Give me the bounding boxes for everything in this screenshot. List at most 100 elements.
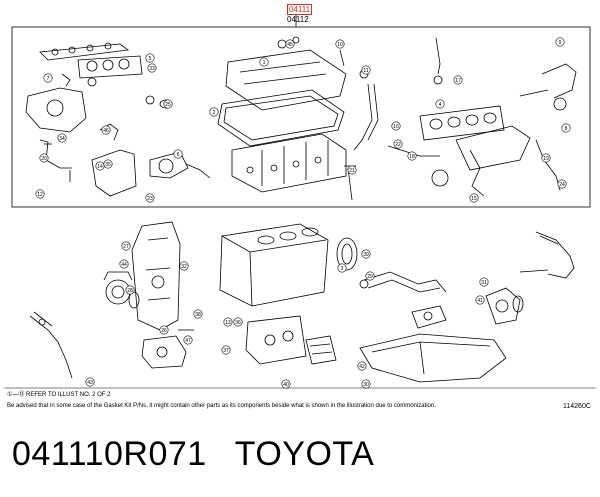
callout-label: 33	[149, 66, 155, 72]
callout-marker: 46	[101, 125, 111, 135]
callout-marker: 22	[393, 139, 403, 149]
callout-circle	[407, 151, 417, 161]
callout-label: 19	[543, 156, 549, 162]
callout-marker: 29	[365, 271, 375, 281]
callout-marker: 42	[357, 361, 367, 371]
callout-circle	[479, 277, 489, 287]
callout-circle	[173, 149, 183, 159]
callout-marker: 18	[407, 151, 417, 161]
callout-marker: 7	[43, 73, 53, 83]
callout-circle	[453, 75, 463, 85]
manifold-gasket-group	[39, 42, 143, 79]
callout-label: 32	[181, 264, 187, 270]
callout-marker: 30	[361, 379, 371, 389]
callout-marker: 47	[183, 335, 193, 345]
callout-marker: 10	[335, 39, 345, 49]
callout-label: 24	[559, 182, 565, 188]
callout-label: 30	[363, 382, 369, 388]
callout-circle	[281, 379, 291, 389]
oring-part	[145, 95, 155, 105]
cylinder-head	[231, 133, 347, 193]
callout-circle	[147, 63, 157, 73]
callout-marker: 33	[147, 63, 157, 73]
callout-label: 15	[471, 196, 477, 202]
callout-circle	[35, 189, 45, 199]
callout-circle	[209, 107, 219, 117]
callout-circle	[163, 99, 173, 109]
callout-marker: 14	[95, 161, 105, 171]
egr-pipe	[519, 63, 577, 111]
callout-circle	[391, 121, 401, 131]
callout-marker: 20	[39, 153, 49, 163]
callout-circle	[285, 39, 295, 49]
callout-label: 3	[341, 266, 344, 272]
callout-marker: 15	[469, 193, 479, 203]
callout-label: 20	[41, 156, 47, 162]
callout-marker: 12	[35, 189, 45, 199]
callout-marker: 34	[57, 133, 67, 143]
water-bypass-pipe	[359, 271, 447, 293]
oil-pan-gasket	[411, 305, 447, 329]
callout-circle	[159, 325, 169, 335]
callout-marker: 24	[557, 179, 567, 189]
callout-label: 10	[337, 42, 343, 48]
callout-label: 27	[123, 244, 129, 250]
upper-section-frame	[11, 26, 591, 208]
callout-label: 16	[393, 124, 399, 130]
callout-circle	[145, 193, 155, 203]
callout-circle	[361, 65, 371, 75]
callout-circle	[193, 309, 203, 319]
callout-label: 23	[147, 196, 153, 202]
callout-marker: 3	[337, 263, 347, 273]
callout-circle	[125, 285, 135, 295]
callout-circle	[361, 249, 371, 259]
callout-marker: 27	[121, 241, 131, 251]
callout-label: 12	[37, 192, 43, 198]
callout-label: 26	[161, 328, 167, 334]
callout-circle	[337, 263, 347, 273]
callout-marker: 35	[103, 159, 113, 169]
crankshaft-seal	[336, 237, 358, 271]
callout-marker: 36	[233, 317, 243, 327]
callout-marker: 26	[159, 325, 169, 335]
callout-circle	[561, 123, 571, 133]
callout-marker: 38	[193, 309, 203, 319]
callout-marker: 6	[173, 149, 183, 159]
callout-circle	[335, 39, 345, 49]
callout-marker: 45	[285, 39, 295, 49]
water-pump	[103, 271, 133, 305]
callout-marker: 13	[223, 317, 233, 327]
callout-circle	[183, 335, 193, 345]
thermostat-housing	[91, 123, 137, 197]
oil-strainer-pipe	[29, 311, 73, 379]
timing-chain-cover	[131, 221, 181, 331]
callout-circle	[357, 361, 367, 371]
callout-label: 44	[121, 262, 127, 268]
callout-label: 36	[235, 320, 241, 326]
engine-mount-bracket	[245, 315, 307, 365]
callout-circle	[475, 295, 485, 305]
callout-label: 17	[455, 78, 461, 84]
callout-label: 11	[363, 68, 368, 74]
callout-marker: 2	[209, 107, 219, 117]
callout-marker: 17	[453, 75, 463, 85]
callout-circle	[365, 271, 375, 281]
callout-label: 21	[349, 168, 355, 174]
callout-circle	[435, 99, 445, 109]
callout-label: 5	[149, 56, 152, 62]
callout-label: 18	[409, 154, 415, 160]
callout-circle	[223, 317, 233, 327]
cylinder-block	[219, 223, 329, 307]
callout-label: 1	[263, 60, 266, 66]
oil-pump	[141, 335, 187, 369]
callout-circle	[393, 139, 403, 149]
water-outlet	[485, 287, 524, 325]
callout-label: 31	[481, 280, 487, 286]
exhaust-manifold	[431, 125, 531, 197]
callout-label: 37	[223, 348, 229, 354]
reference-number-box: 04111	[287, 4, 313, 15]
callout-label: 47	[185, 338, 191, 344]
part-number: 041110R071	[12, 435, 207, 473]
oil-level-tube	[353, 69, 379, 151]
